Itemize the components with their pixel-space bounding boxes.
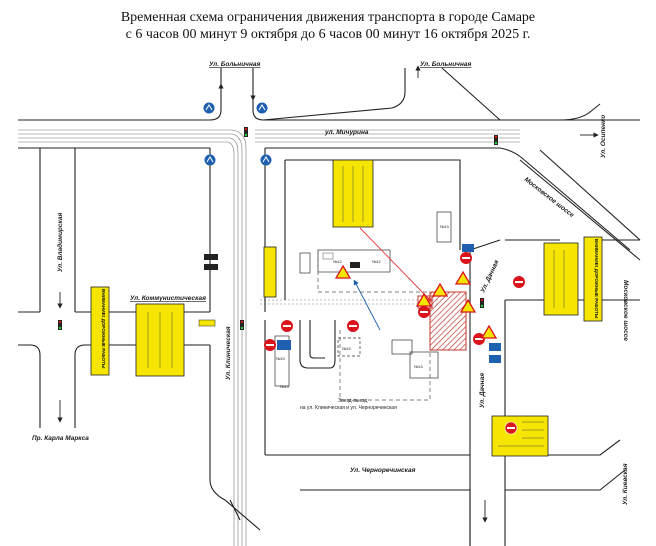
work-sign-left-text: ВНИМАНИЕ! ДОРОЖНЫЕ РАБОТЫ (101, 289, 106, 369)
svg-text:№13: №13 (414, 364, 424, 369)
road-works-warning-icon (459, 298, 477, 313)
svg-text:№15: №15 (276, 356, 286, 361)
map-title-line2: с 6 часов 00 минут 9 октября до 6 часов … (125, 27, 531, 42)
no-entry-icon (473, 333, 485, 345)
yellow-sign-michurina (332, 159, 374, 228)
traffic-arrows (57, 65, 599, 523)
street-label: Ул. Черноречинская (350, 467, 416, 474)
no-entry-icon (281, 320, 293, 332)
entry-exit-note: Заезд-выезд на ул. Клиническая и ул. Чер… (300, 398, 397, 411)
no-entry-icon (418, 306, 430, 318)
street-label: Ул. Осипенко (600, 115, 607, 158)
warning-triangles (334, 264, 498, 339)
street-label: Ул. Дачная (479, 259, 500, 294)
street-label: Ул. Коммунистическая (130, 295, 206, 302)
info-sign-icon (489, 343, 501, 351)
info-sign-icon (277, 340, 291, 350)
blue-direction-signs (203, 102, 501, 363)
map-title-line1: Временная схема ограничения движения тра… (120, 10, 536, 25)
building (436, 211, 452, 243)
detour-route (317, 250, 431, 401)
street-label: Пр. Карла Маркса (32, 435, 89, 442)
traffic-light-icon (240, 320, 244, 330)
road-works-warning-icon (454, 270, 472, 285)
street-label: Ул. Владимирская (56, 212, 64, 272)
building (391, 339, 413, 355)
entry-exit-line2: на ул. Клиническая и ул. Черноречинская (300, 405, 397, 411)
svg-text:№12: №12 (333, 259, 343, 264)
street-label: Ул. Дачная (479, 373, 486, 408)
svg-text:№12: №12 (372, 259, 382, 264)
traffic-light-icon (244, 127, 248, 137)
no-entry-icon (264, 339, 276, 351)
road-works-warning-icon (415, 292, 433, 307)
building-numbers: №12 №12 №13 №15 №15 №13 №15 (276, 224, 450, 389)
building (299, 252, 311, 274)
road-works-warning-icon (431, 282, 449, 297)
sign-plates (198, 252, 360, 327)
yellow-work-sign-right: ВНИМАНИЕ! ДОРОЖНЫЕ РАБОТЫ (583, 236, 603, 322)
street-label: Ул. Клиническая (225, 326, 232, 380)
traffic-lights (58, 127, 498, 330)
no-entry-icon (513, 276, 525, 288)
yellow-sign-small-left (263, 246, 277, 298)
yellow-sign-center-left (135, 303, 185, 377)
no-entry-icon (347, 320, 359, 332)
building (274, 335, 290, 387)
info-sign-icon (489, 355, 501, 363)
street-label: Ул. Больничная (209, 61, 261, 68)
building (409, 351, 439, 379)
direction-arrow-icon (203, 102, 215, 114)
direction-arrow-icon (204, 154, 216, 166)
traffic-light-icon (480, 298, 484, 308)
road-works-warning-icon (480, 324, 498, 339)
yellow-work-sign-left: ВНИМАНИЕ! ДОРОЖНЫЕ РАБОТЫ (90, 286, 110, 376)
info-sign-icon (462, 244, 474, 252)
street-label: ул. Мичурина (324, 129, 369, 136)
road-works-warning-icon (334, 264, 352, 279)
street-label: Московское шоссе (523, 176, 576, 219)
traffic-light-icon (58, 320, 62, 330)
street-label: Ул. Больничная (420, 61, 472, 68)
work-sign-right-text: ВНИМАНИЕ! ДОРОЖНЫЕ РАБОТЫ (594, 239, 599, 319)
construction-zone (353, 227, 467, 351)
street-label: Московское шоссе (622, 280, 629, 341)
building (337, 337, 361, 357)
direction-arrow-icon (256, 102, 268, 114)
no-entry-icon (460, 252, 472, 264)
street-label: Ул. Киевская (622, 463, 629, 505)
direction-arrow-icon (260, 154, 272, 166)
svg-text:№15: №15 (342, 346, 352, 351)
yellow-sign-dachnaya (543, 242, 579, 316)
svg-text:№13: №13 (440, 224, 450, 229)
traffic-light-icon (494, 135, 498, 145)
no-entry-signs (264, 252, 525, 351)
svg-text:№15: №15 (280, 384, 290, 389)
entry-exit-line1: Заезд-выезд (338, 398, 367, 404)
yellow-sign-lower-right (491, 415, 549, 457)
railway (18, 129, 520, 546)
